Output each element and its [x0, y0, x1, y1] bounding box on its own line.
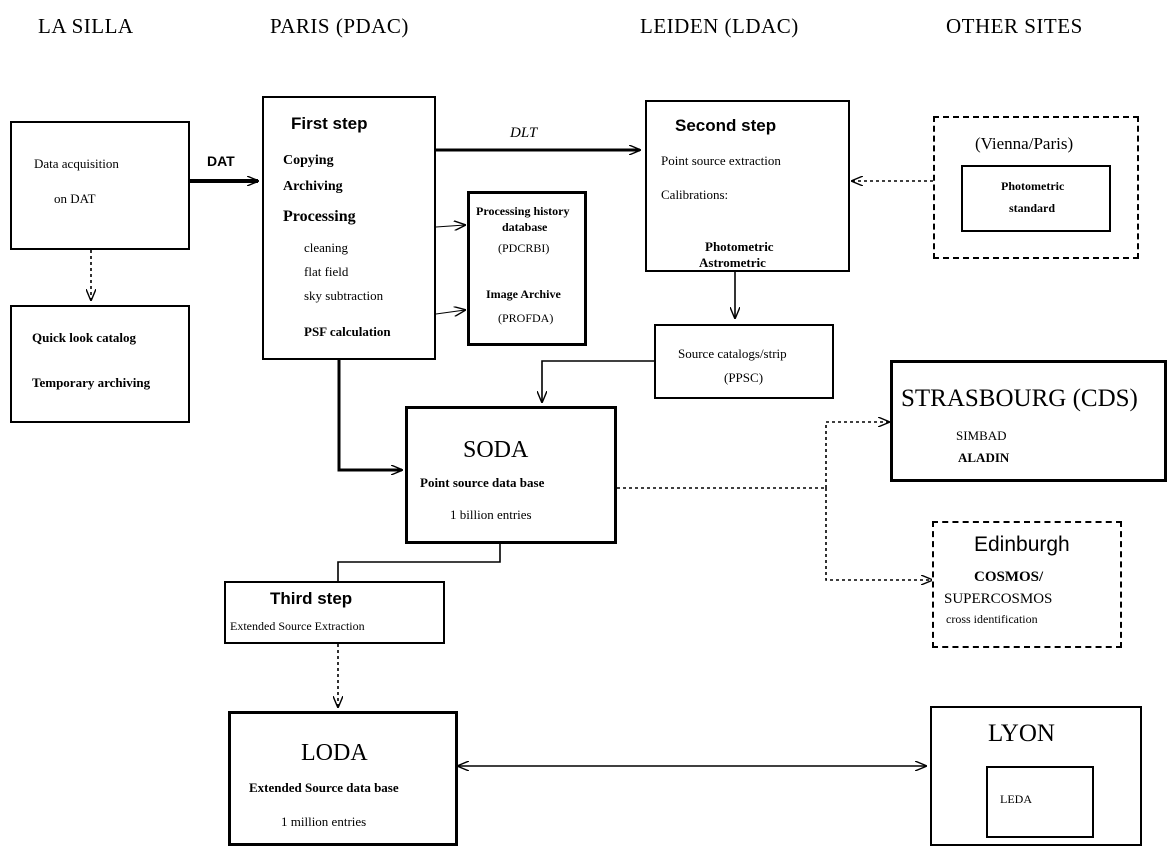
- second-step-line1: Point source extraction: [661, 153, 781, 168]
- label-dat: DAT: [207, 153, 235, 169]
- first-step-item-archiving: Archiving: [283, 179, 343, 194]
- first-step-title: First step: [291, 114, 368, 133]
- vienna-title: (Vienna/Paris): [975, 134, 1074, 153]
- arrow-first-soda: [337, 360, 402, 470]
- first-step-item-cleaning: cleaning: [304, 240, 349, 255]
- edinburgh-line1: COSMOS/: [974, 569, 1044, 585]
- first-step-item-flat-field: flat field: [304, 264, 349, 279]
- history-line4: Image Archive: [486, 287, 561, 301]
- quicklook-line2: Temporary archiving: [32, 375, 151, 390]
- strasbourg-line1: SIMBAD: [956, 428, 1007, 443]
- quicklook-line1: Quick look catalog: [32, 330, 137, 345]
- history-line1: Processing history: [476, 204, 570, 218]
- second-step-line4: Astrometric: [699, 255, 766, 270]
- strasbourg-box: STRASBOURG (CDS) SIMBAD ALADIN: [890, 360, 1167, 482]
- loda-line1: Extended Source data base: [249, 780, 399, 795]
- edinburgh-box: Edinburgh COSMOS/ SUPERCOSMOS cross iden…: [932, 521, 1122, 648]
- source-catalog-line2: (PPSC): [724, 370, 764, 385]
- soda-box: SODA Point source data base 1 billion en…: [405, 406, 617, 544]
- soda-line1: Point source data base: [420, 475, 545, 490]
- first-step-item-copying: Copying: [283, 153, 334, 168]
- arrow-archive: [435, 310, 465, 314]
- second-step-line3: Photometric: [705, 239, 774, 254]
- third-step-box: Third step Extended Source Extraction: [224, 581, 445, 644]
- first-step-box: First step Copying Archiving Processing …: [262, 96, 436, 360]
- vienna-inner-line2: standard: [1009, 201, 1056, 215]
- second-step-title: Second step: [675, 116, 777, 135]
- source-catalog-box: Source catalogs/strip (PPSC): [654, 324, 834, 399]
- history-line5: (PROFDA): [498, 311, 554, 325]
- loda-box: LODA Extended Source data base 1 million…: [228, 711, 458, 846]
- link-soda-third: [337, 544, 501, 581]
- loda-line2: 1 million entries: [281, 814, 367, 829]
- leda-box: LEDA: [986, 766, 1094, 838]
- arrow-catalog-soda: [542, 360, 654, 402]
- strasbourg-line2: ALADIN: [958, 450, 1010, 465]
- history-box: Processing history database (PDCRBI) Ima…: [467, 191, 587, 346]
- first-step-item-sky-subtraction: sky subtraction: [304, 288, 384, 303]
- label-dlt: DLT: [510, 125, 538, 141]
- first-step-item-psf: PSF calculation: [304, 324, 391, 339]
- source-catalog-line1: Source catalogs/strip: [678, 346, 787, 361]
- photometric-standard-box: Photometric standard: [961, 165, 1111, 232]
- acquisition-line2: on DAT: [54, 191, 96, 206]
- column-heading-leiden: LEIDEN (LDAC): [640, 14, 799, 38]
- second-step-box: Second step Point source extraction Cali…: [645, 100, 850, 272]
- third-step-line1: Extended Source Extraction: [230, 619, 365, 633]
- first-step-item-processing: Processing: [283, 208, 356, 225]
- second-step-line2: Calibrations:: [661, 187, 729, 202]
- lyon-box: LYON LEDA: [930, 706, 1142, 846]
- history-line2: database: [502, 220, 548, 234]
- arrow-history: [435, 225, 465, 227]
- arrow-edinburgh: [825, 488, 932, 580]
- edinburgh-title: Edinburgh: [974, 533, 1070, 556]
- acquisition-line1: Data acquisition: [34, 156, 119, 171]
- soda-title: SODA: [463, 437, 529, 463]
- edinburgh-line3: cross identification: [946, 612, 1038, 626]
- lyon-inner: LEDA: [1000, 792, 1032, 806]
- strasbourg-title: STRASBOURG (CDS): [901, 385, 1138, 412]
- acquisition-box: Data acquisition on DAT: [10, 121, 190, 250]
- edinburgh-line2: SUPERCOSMOS: [944, 591, 1053, 607]
- soda-line2: 1 billion entries: [450, 507, 532, 522]
- history-line3: (PDCRBI): [498, 241, 550, 255]
- quicklook-box: Quick look catalog Temporary archiving: [10, 305, 190, 423]
- lyon-title: LYON: [988, 720, 1055, 747]
- third-step-title: Third step: [270, 589, 353, 608]
- vienna-box: (Vienna/Paris) Photometric standard: [933, 116, 1139, 259]
- loda-title: LODA: [301, 740, 368, 766]
- column-heading-paris: PARIS (PDAC): [270, 14, 409, 38]
- vienna-inner-line1: Photometric: [1001, 179, 1065, 193]
- column-heading-la-silla: LA SILLA: [38, 14, 134, 38]
- arrow-strasbourg: [825, 422, 889, 488]
- column-heading-other-sites: OTHER SITES: [946, 14, 1083, 38]
